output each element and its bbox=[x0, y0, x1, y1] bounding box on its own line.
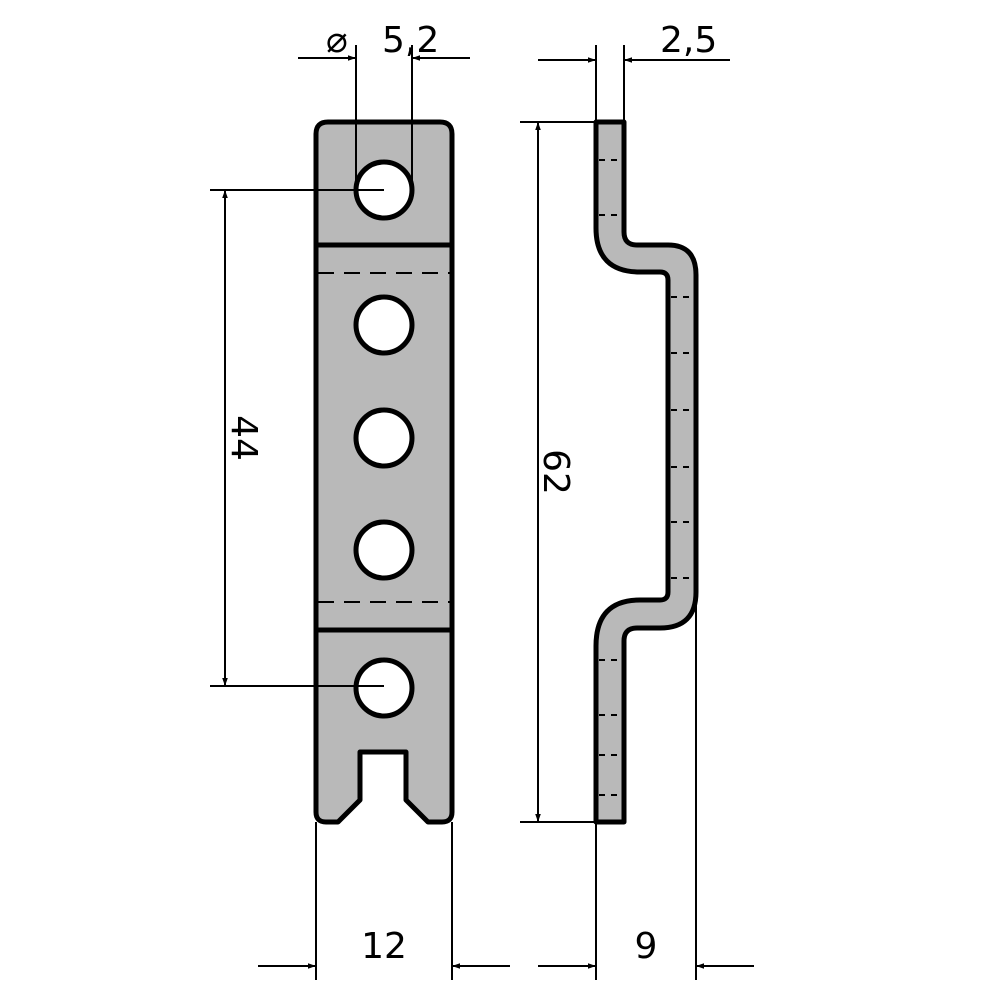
front-view bbox=[313, 119, 455, 825]
profile-outline bbox=[593, 119, 699, 825]
dimension-lines bbox=[210, 45, 754, 980]
hole bbox=[353, 519, 415, 581]
plate-outline bbox=[313, 119, 455, 825]
hole bbox=[353, 657, 415, 719]
hole-spacing-label: 44 bbox=[223, 415, 264, 461]
hole-diameter-symbol: ⌀ bbox=[326, 20, 348, 61]
profile-hidden-ticks bbox=[599, 159, 693, 796]
side-view bbox=[593, 119, 699, 825]
hole-diameter-label: 5,2 bbox=[382, 20, 439, 61]
width-label: 12 bbox=[361, 926, 407, 967]
thickness-label: 2,5 bbox=[660, 20, 717, 61]
hole bbox=[353, 294, 415, 356]
depth-label: 9 bbox=[635, 926, 658, 967]
hole bbox=[353, 407, 415, 469]
holes bbox=[353, 159, 415, 719]
overall-length-label: 62 bbox=[535, 449, 576, 495]
